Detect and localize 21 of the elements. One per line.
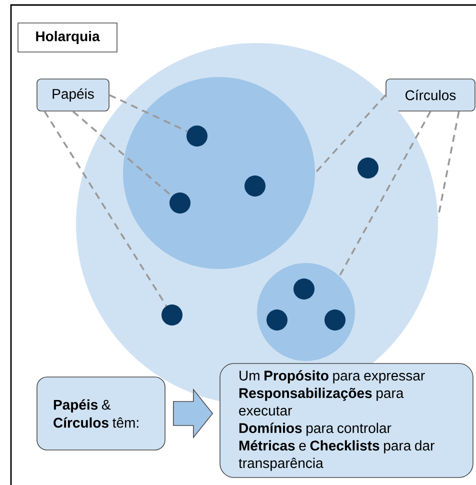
dot [266,310,288,330]
dot [358,158,378,178]
info-box: Um Propósito para expressar Responsabilizações para executar Domínios para controlar Métricas e Checklists para dar transparência [220,363,474,478]
dashed-connector [72,110,172,197]
dashed-connector [44,110,168,306]
label-box: Papéis & Círculos têm: [36,376,166,450]
dashed-connector [109,94,188,132]
dashed-connector [338,110,432,276]
dot [244,176,266,196]
dot [170,192,190,214]
dashed-connector [437,111,460,218]
dot [162,304,182,326]
inner-circle [123,77,315,269]
dot [186,126,208,146]
title-box: Holarquia [18,22,118,52]
dot [324,310,346,330]
label-box: Papéis [36,78,110,112]
dot [294,278,314,300]
block-arrow [173,388,214,439]
dashed-connector [314,94,386,174]
label-box: Círculos [386,78,476,112]
